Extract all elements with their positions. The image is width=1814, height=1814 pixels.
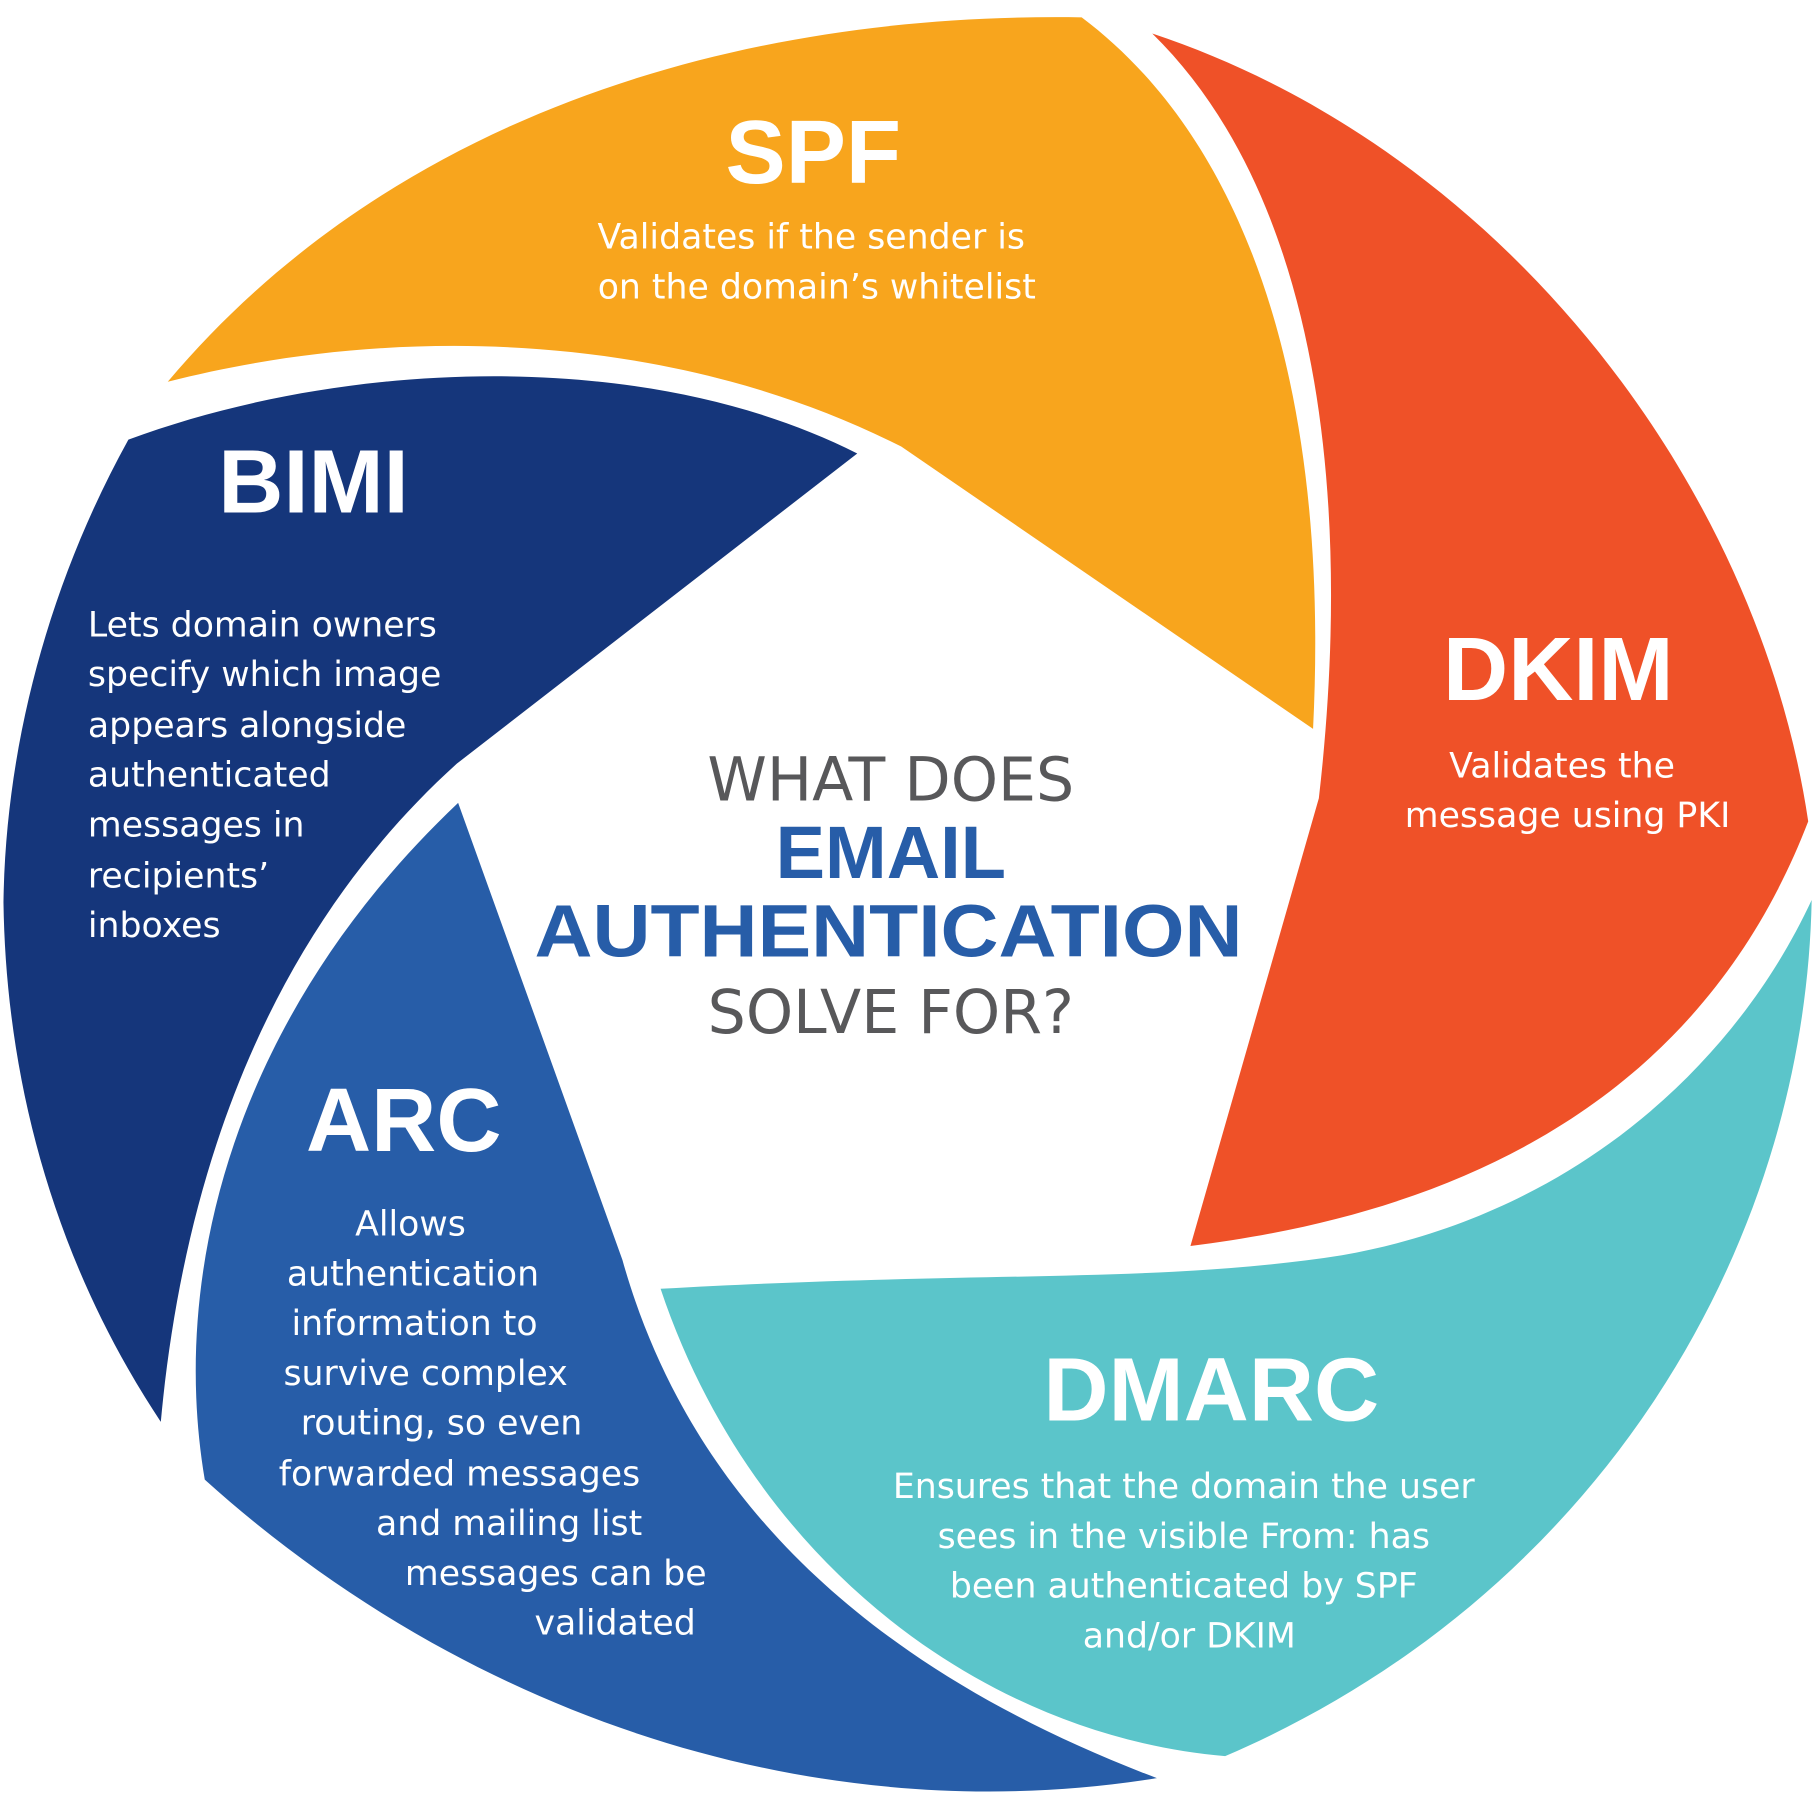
segment-arc-desc-line: forwarded messages [279,1454,640,1494]
segment-arc-desc-line: and mailing list [376,1504,642,1544]
segment-dmarc-desc-line: Ensures that the domain the user [893,1467,1476,1507]
segment-arc-desc-line: validated [534,1604,695,1644]
segment-bimi-desc-line: messages in [88,805,305,845]
center-title-line4: SOLVE FOR? [708,978,1074,1048]
segment-bimi-desc-line: authenticated [88,756,331,796]
segment-dmarc-desc-line: and/or DKIM [1083,1616,1296,1656]
segment-dmarc-desc-line: been authenticated by SPF [950,1567,1418,1607]
segment-arc-desc-line: information to [292,1304,538,1344]
segment-dkim-title: DKIM [1443,619,1674,720]
center-title-line2: EMAIL [776,811,1006,894]
center-title: WHAT DOES EMAIL AUTHENTICATION SOLVE FOR… [534,746,1242,1049]
segment-arc-shape [195,802,1157,1792]
segment-bimi-desc-line: Lets domain owners [88,605,437,645]
segment-dkim-desc-line: message using PKI [1405,796,1731,836]
center-title-line1: WHAT DOES [707,746,1074,816]
segment-dkim-shape [1152,33,1809,1246]
segment-spf-shape [167,17,1316,729]
segment-arc-desc-line: Allows [355,1205,466,1245]
segment-dmarc-title: DMARC [1043,1340,1379,1441]
segment-dmarc-shape [660,900,1812,1757]
segment-spf: SPF Validates if the sender is on the do… [167,17,1316,729]
segment-dkim: DKIM Validates the message using PKI [1152,33,1809,1246]
segment-spf-desc-line: on the domain’s whitelist [598,267,1036,307]
segment-dkim-desc-line: Validates the [1449,746,1675,786]
segment-bimi-desc-line: specify which image [88,655,441,695]
segment-bimi-description: Lets domain owners specify which image a… [88,605,452,946]
segment-arc-desc-line: authentication [287,1254,539,1294]
segment-spf-description: Validates if the sender is on the domain… [598,218,1036,308]
segment-dmarc-desc-line: sees in the visible From: has [938,1517,1430,1557]
segment-arc: ARC Allows authentication information to… [195,802,1157,1792]
segment-spf-title: SPF [726,102,901,203]
segment-arc-desc-line: survive complex [283,1354,567,1394]
segment-dmarc-description: Ensures that the domain the user sees in… [893,1467,1486,1656]
segment-bimi-desc-line: inboxes [88,906,221,946]
segment-arc-desc-line: routing, so even [301,1404,583,1444]
segment-bimi-shape [3,376,858,1422]
segment-bimi-title: BIMI [218,432,408,533]
segment-arc-title: ARC [306,1070,501,1171]
segment-bimi: BIMI Lets domain owners specify which im… [3,376,858,1422]
segment-arc-description: Allows authentication information to sur… [279,1205,718,1644]
segment-spf-desc-line: Validates if the sender is [598,218,1025,258]
segment-dmarc: DMARC Ensures that the domain the user s… [660,900,1812,1757]
center-title-line3: AUTHENTICATION [534,890,1242,973]
segment-bimi-desc-line: appears alongside [88,706,406,746]
segment-dkim-description: Validates the message using PKI [1405,746,1731,836]
segment-arc-desc-line: messages can be [405,1554,707,1594]
segment-bimi-desc-line: recipients’ [88,856,269,896]
